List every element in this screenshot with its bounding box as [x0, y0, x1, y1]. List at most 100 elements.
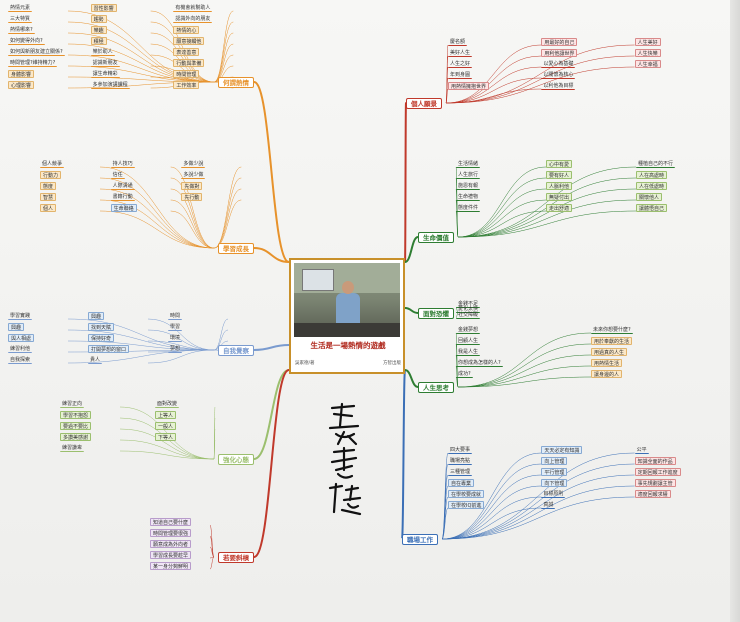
branch-2-node[interactable]: 行動力: [40, 171, 62, 179]
branch-7-node[interactable]: 生命禮物: [456, 194, 481, 201]
branch-1-node[interactable]: 如何與新朋友建立關係?: [8, 49, 65, 56]
branch-7-node[interactable]: 讓體悟自己: [636, 204, 668, 212]
branch-2-node[interactable]: 多說少做: [181, 172, 206, 179]
branch-10-node[interactable]: 適度回報求權: [634, 490, 671, 498]
branch-3-node[interactable]: 找到天賦: [88, 323, 115, 331]
branch-9-node[interactable]: 回顧人生: [456, 338, 481, 345]
branch-7-node[interactable]: 人在低處時: [636, 182, 668, 190]
branch-1-node[interactable]: 身體影響: [8, 70, 35, 78]
branch-2-node[interactable]: 多做少說: [181, 161, 206, 168]
branch-2-node[interactable]: 個人: [40, 204, 57, 212]
branch-7-node[interactable]: 關懷他人: [636, 193, 663, 201]
branch-5-label[interactable]: 若要斜槓: [218, 552, 254, 563]
branch-10-node[interactable]: 在學校IQ前進: [448, 501, 485, 509]
branch-10-node[interactable]: 三種管理: [448, 469, 473, 476]
branch-1-node[interactable]: 積極: [90, 37, 107, 45]
branch-1-node[interactable]: 習性影響: [90, 4, 117, 12]
branch-3-node[interactable]: 時間: [168, 313, 183, 320]
branch-4-node[interactable]: 面對改變: [155, 401, 180, 408]
branch-7-node[interactable]: 要有好人: [546, 171, 573, 179]
branch-10-node[interactable]: 天天必定有知識: [541, 446, 583, 454]
branch-8-label[interactable]: 面對恐懼: [418, 308, 454, 319]
branch-7-node[interactable]: 無疑付出: [546, 193, 573, 201]
branch-10-node[interactable]: 知識全面的作品: [634, 457, 676, 465]
center-topic[interactable]: 生活是一場熱情的遊戲 吳家德/著 方智出版: [289, 258, 405, 374]
branch-3-node[interactable]: 學習: [168, 324, 183, 331]
branch-10-node[interactable]: 四大要事: [448, 447, 473, 454]
branch-7-node[interactable]: 生活情緒: [456, 161, 481, 168]
branch-2-node[interactable]: 智慧: [40, 193, 57, 201]
branch-9-node[interactable]: 你想成為怎樣的人?: [456, 360, 503, 367]
branch-8-node[interactable]: 愛化太快: [456, 306, 481, 314]
branch-6-node[interactable]: 用利他讓世界: [541, 49, 578, 57]
branch-4-node[interactable]: 學習不抱怨: [60, 411, 92, 419]
branch-8-node[interactable]: 社交障礙: [456, 311, 481, 319]
branch-10-node[interactable]: 向下管理: [541, 479, 568, 487]
branch-10-node[interactable]: 目標原則: [541, 491, 566, 498]
branch-9-node[interactable]: 用過真的人生: [591, 348, 628, 356]
branch-2-node[interactable]: 信任: [110, 172, 125, 179]
branch-2-node[interactable]: 先行動: [181, 193, 203, 201]
branch-5-node[interactable]: 願意成為外向者: [150, 540, 192, 548]
branch-5-node[interactable]: 學習成長要趁早: [150, 551, 192, 559]
branch-3-label[interactable]: 自我覺察: [218, 345, 254, 356]
branch-10-node[interactable]: 定期回報工作進度: [634, 468, 681, 476]
branch-1-node[interactable]: 認識外向的朋友: [173, 16, 213, 23]
branch-6-node[interactable]: 人生美好: [634, 38, 661, 46]
branch-2-node[interactable]: 態度: [40, 182, 57, 190]
branch-4-label[interactable]: 強化心態: [218, 454, 254, 465]
branch-1-node[interactable]: 樂趣: [90, 26, 107, 34]
branch-4-node[interactable]: 上等人: [155, 411, 177, 419]
branch-2-node[interactable]: 先做對: [181, 182, 203, 190]
branch-1-node[interactable]: 熱情的心: [173, 26, 200, 34]
branch-7-label[interactable]: 生命價值: [418, 232, 454, 243]
branch-7-node[interactable]: 走出舒適: [546, 204, 573, 212]
branch-4-node[interactable]: 下等人: [155, 433, 177, 441]
branch-3-node[interactable]: 練習利他: [8, 346, 33, 353]
branch-10-node[interactable]: 向上管理: [541, 457, 568, 465]
branch-1-node[interactable]: 熱情哪來?: [8, 27, 35, 34]
branch-6-node[interactable]: 用熱情擁抱世界: [448, 82, 490, 90]
branch-3-node[interactable]: 興趣: [8, 323, 25, 331]
branch-7-node[interactable]: 人在高處時: [636, 171, 668, 179]
branch-1-node[interactable]: 趨勢: [90, 15, 107, 23]
branch-9-label[interactable]: 人生思考: [418, 382, 454, 393]
branch-3-node[interactable]: 興趣: [88, 312, 105, 320]
branch-6-label[interactable]: 個人願景: [406, 98, 442, 109]
branch-9-node[interactable]: 未來你想要什麼?: [591, 327, 633, 334]
branch-7-node[interactable]: 施恩有報: [456, 183, 481, 190]
branch-10-node[interactable]: 平行管理: [541, 468, 568, 476]
branch-9-node[interactable]: 金錢夢想: [456, 327, 481, 334]
branch-9-node[interactable]: 讓身邊的人: [591, 370, 623, 378]
branch-3-node[interactable]: 與人相處: [8, 334, 35, 342]
branch-6-node[interactable]: 慶名額: [448, 39, 468, 46]
branch-1-node[interactable]: 多參加演講課程: [90, 82, 130, 89]
branch-7-node[interactable]: 心中有愛: [546, 160, 573, 168]
branch-1-node[interactable]: 熱情元素: [8, 5, 33, 12]
branch-2-node[interactable]: 個人競爭: [40, 161, 65, 168]
branch-6-node[interactable]: 以利他為目標: [541, 83, 576, 90]
branch-7-node[interactable]: 人脈利他: [546, 182, 573, 190]
branch-2-node[interactable]: 生命聯絡: [110, 204, 137, 212]
branch-1-node[interactable]: 時間管理: [173, 70, 200, 78]
branch-1-node[interactable]: 讓生命精彩: [90, 71, 120, 78]
branch-2-node[interactable]: 人際溝通: [110, 183, 135, 190]
branch-6-node[interactable]: 人生快樂: [634, 49, 661, 57]
branch-3-node[interactable]: 自我探索: [8, 357, 33, 364]
branch-4-node[interactable]: 多讚美感謝: [60, 433, 92, 441]
branch-6-node[interactable]: 用最好的自己: [541, 38, 578, 46]
branch-7-node[interactable]: 人生旅行: [456, 172, 481, 179]
branch-3-node[interactable]: 打開夢想的窗口: [88, 345, 130, 353]
branch-10-node[interactable]: 真誠: [541, 502, 556, 509]
branch-6-node[interactable]: 以關懷為核心: [541, 72, 576, 79]
branch-5-node[interactable]: 知道自己要什麼: [150, 518, 192, 526]
branch-10-node[interactable]: 事先規劃讓主管: [634, 479, 676, 487]
branch-10-node[interactable]: 自在專業: [448, 479, 475, 487]
branch-1-node[interactable]: 認識新朋友: [90, 60, 120, 67]
branch-1-node[interactable]: 工作效率: [173, 81, 200, 89]
branch-4-node[interactable]: 練習正向: [60, 401, 85, 408]
branch-1-node[interactable]: 時間管理?維持精力?: [8, 60, 58, 67]
branch-1-node[interactable]: 樂於助人: [90, 49, 115, 56]
branch-9-node[interactable]: 用熱情生活: [591, 359, 623, 367]
branch-7-node[interactable]: 態度件件: [456, 205, 481, 212]
